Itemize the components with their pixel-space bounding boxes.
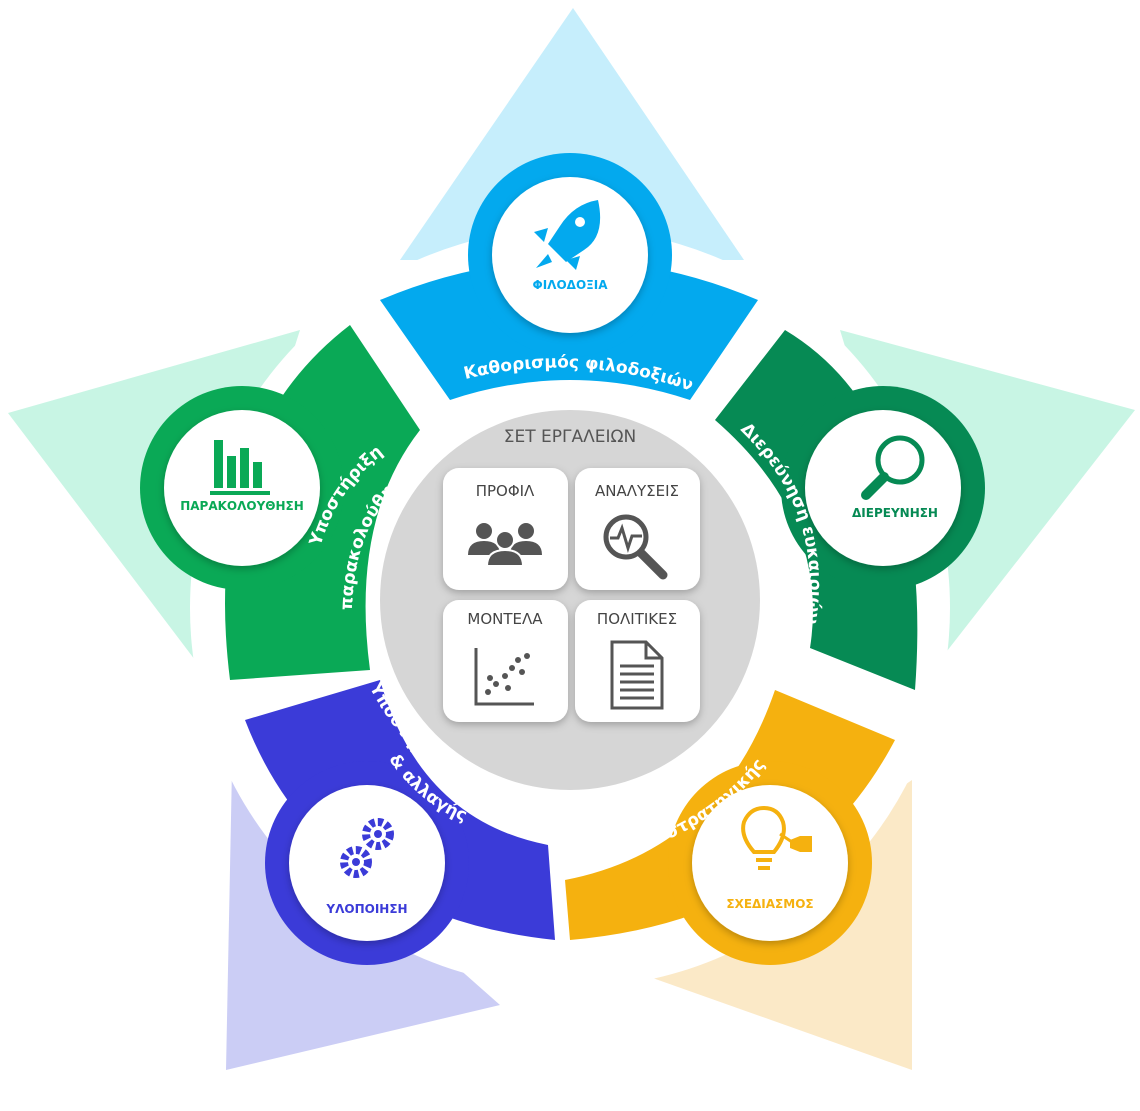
- badge-bottom-left-label: ΥΛΟΠΟΙΗΣΗ: [325, 902, 407, 916]
- badge-right[interactable]: [805, 410, 961, 566]
- tile-models-label: ΜΟΝΤΕΛΑ: [467, 610, 543, 628]
- tile-profile[interactable]: ΠΡΟΦΙΛ: [443, 468, 568, 590]
- bar-chart-icon: [210, 440, 270, 495]
- badge-right-label: ΔΙΕΡΕΥΝΗΣΗ: [852, 506, 938, 520]
- tile-policies-label: ΠΟΛΙΤΙΚΕΣ: [597, 610, 677, 628]
- gears-icon: [340, 818, 394, 878]
- tile-profile-label: ΠΡΟΦΙΛ: [476, 482, 535, 500]
- star-point-top: [400, 8, 744, 260]
- tile-models[interactable]: ΜΟΝΤΕΛΑ: [443, 600, 568, 722]
- badge-left-label: ΠΑΡΑΚΟΛΟΥΘΗΣΗ: [180, 499, 304, 513]
- scatter-plot-icon: [474, 648, 534, 706]
- magnifier-icon: [861, 435, 925, 500]
- badge-bottom-right[interactable]: [692, 785, 848, 941]
- people-icon: [468, 523, 542, 567]
- badge-top-label: ΦΙΛΟΔΟΞΙΑ: [533, 278, 609, 292]
- tile-analyses[interactable]: ΑΝΑΛΥΣΕΙΣ: [575, 468, 700, 590]
- center-disc: [380, 410, 760, 790]
- tile-analyses-label: ΑΝΑΛΥΣΕΙΣ: [595, 482, 679, 500]
- document-icon: [610, 640, 664, 710]
- lightbulb-icon: [741, 805, 812, 870]
- center-title: ΣΕΤ ΕΡΓΑΛΕΙΩΝ: [504, 427, 636, 447]
- badge-bottom-right-label: ΣΧΕΔΙΑΣΜΟΣ: [726, 897, 813, 911]
- tile-policies[interactable]: ΠΟΛΙΤΙΚΕΣ: [575, 600, 700, 722]
- magnifier-pulse-icon: [603, 514, 668, 580]
- rocket-icon: [534, 200, 601, 270]
